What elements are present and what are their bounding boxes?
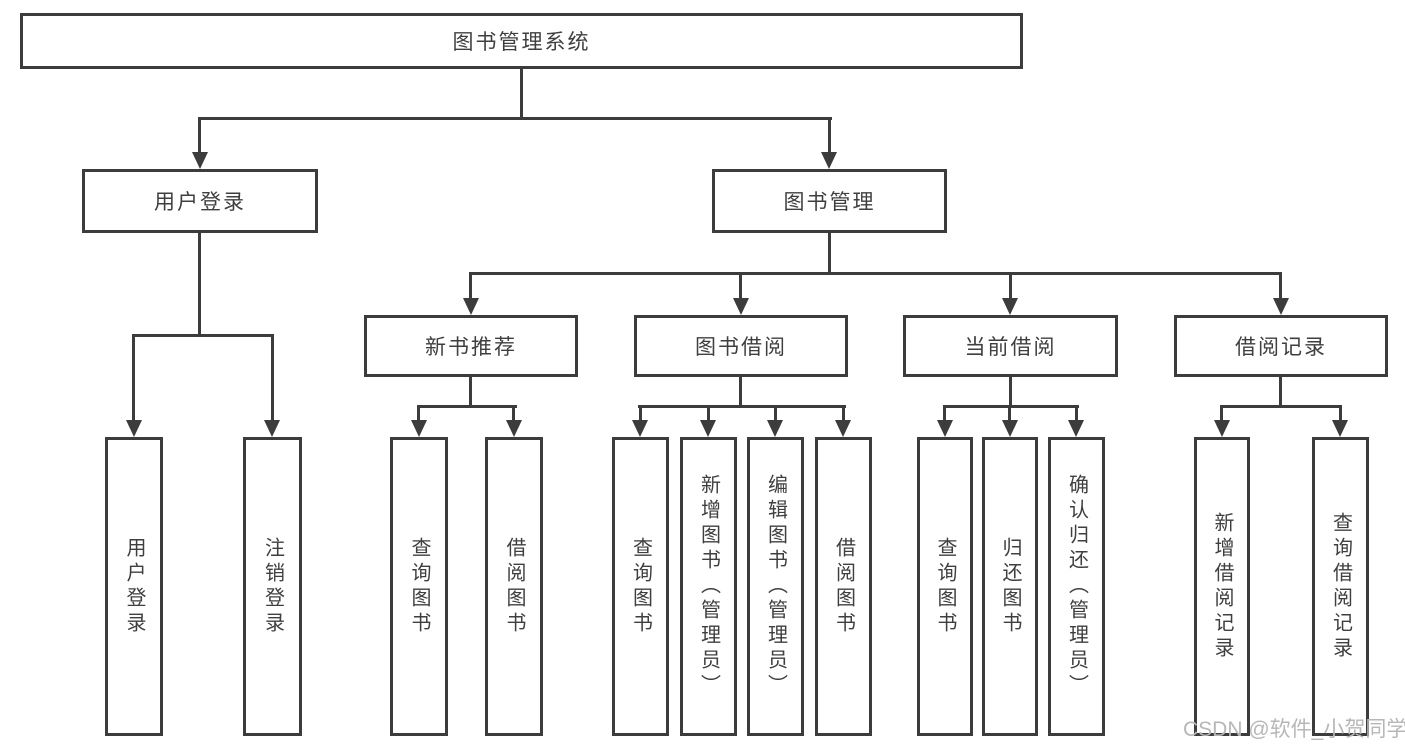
node-label: 图书管理系统 (452, 31, 591, 54)
connector-to-leaf (943, 405, 946, 422)
node-new-book-recommendation: 新书推荐 (364, 315, 578, 377)
connector-to-leaf (1220, 405, 1223, 422)
leaf-label: 借阅图书 (503, 536, 525, 637)
arrow-down-icon (1273, 298, 1289, 315)
arrow-down-icon (835, 420, 851, 437)
leaf-label: 查询图书 (629, 536, 652, 637)
arrow-down-icon (506, 420, 522, 437)
arrow-down-icon (937, 420, 953, 437)
leaf-edit-books-admin: 编辑图书（管理员） (747, 437, 804, 736)
arrow-down-icon (700, 420, 716, 437)
node-current-borrowing: 当前借阅 (903, 315, 1118, 377)
connector-root-stem (520, 69, 523, 118)
leaf-label: 新增借阅记录 (1211, 511, 1233, 662)
arrow-down-icon (1002, 420, 1018, 437)
leaf-query-books: 查询图书 (612, 437, 669, 736)
connector-to-leaf (1075, 405, 1078, 422)
connector-to-leaf (639, 405, 642, 422)
connector-to-leaf (512, 405, 515, 422)
connector-new-books-bar (417, 405, 517, 408)
connector-user-login-bar (132, 334, 274, 337)
node-label: 图书管理 (783, 191, 876, 214)
connector-to-book-borrowing (739, 272, 742, 300)
leaf-return-books: 归还图书 (982, 437, 1038, 736)
leaf-label: 查询图书 (408, 536, 430, 637)
leaf-borrow-books: 借阅图书 (485, 437, 543, 736)
connector-to-user-login (198, 117, 201, 154)
leaf-query-books: 查询图书 (917, 437, 973, 736)
arrow-down-icon (192, 152, 208, 169)
node-label: 借阅记录 (1235, 336, 1327, 359)
arrow-down-icon (264, 420, 280, 437)
connector-to-leaf (842, 405, 845, 422)
leaf-query-borrowing-record: 查询借阅记录 (1312, 437, 1369, 736)
connector-to-leaf (707, 405, 710, 422)
connector-new-books-stem (469, 377, 472, 408)
connector-book-borrowing-stem (739, 377, 742, 408)
arrow-down-icon (126, 420, 142, 437)
leaf-label: 归还图书 (999, 536, 1021, 637)
connector-to-leaf (774, 405, 777, 422)
leaf-add-books-admin: 新增图书（管理员） (680, 437, 737, 736)
leaf-label: 新增图书（管理员） (697, 474, 720, 699)
connector-user-login-stem (198, 233, 201, 337)
node-label: 当前借阅 (964, 336, 1057, 359)
connector-to-leaf (132, 334, 135, 422)
connector-level1-bar (198, 117, 832, 120)
arrow-down-icon (1214, 420, 1230, 437)
arrow-down-icon (411, 420, 427, 437)
leaf-label: 注销登录 (261, 536, 284, 637)
arrow-down-icon (632, 420, 648, 437)
connector-book-management-stem (828, 233, 831, 275)
node-label: 新书推荐 (425, 336, 517, 359)
connector-to-leaf (1008, 405, 1011, 422)
arrow-down-icon (767, 420, 783, 437)
node-book-borrowing: 图书借阅 (634, 315, 848, 377)
arrow-down-icon (733, 298, 749, 315)
connector-borrowing-records-bar (1220, 405, 1342, 408)
leaf-query-books: 查询图书 (390, 437, 448, 736)
connector-book-borrowing-bar (638, 405, 846, 408)
connector-current-borrowing-bar (943, 405, 1079, 408)
connector-to-borrowing-records (1279, 272, 1282, 300)
connector-to-leaf (271, 334, 274, 422)
node-user-login: 用户登录 (82, 169, 318, 233)
connector-level3-bar (469, 272, 1282, 275)
connector-to-leaf (1339, 405, 1342, 422)
leaf-user-login: 用户登录 (105, 437, 163, 736)
arrow-down-icon (1002, 298, 1018, 315)
connector-to-book-management (828, 117, 831, 154)
connector-to-new-books (469, 272, 472, 300)
csdn-watermark: CSDN @软件_小贺同学 (1183, 718, 1405, 741)
leaf-borrow-books: 借阅图书 (815, 437, 872, 736)
leaf-label: 用户登录 (123, 536, 145, 637)
node-borrowing-records: 借阅记录 (1174, 315, 1388, 377)
arrow-down-icon (463, 298, 479, 315)
node-label: 图书借阅 (695, 336, 787, 359)
arrow-down-icon (821, 152, 837, 169)
leaf-label: 确认归还（管理员） (1065, 474, 1088, 699)
connector-to-leaf (417, 405, 420, 422)
node-label: 用户登录 (154, 191, 246, 214)
node-book-management-system: 图书管理系统 (20, 13, 1023, 69)
leaf-label: 编辑图书（管理员） (764, 474, 787, 699)
leaf-label: 借阅图书 (832, 536, 855, 637)
connector-to-current-borrowing (1009, 272, 1012, 300)
leaf-add-borrowing-record: 新增借阅记录 (1194, 437, 1250, 736)
arrow-down-icon (1332, 420, 1348, 437)
arrow-down-icon (1068, 420, 1084, 437)
leaf-label: 查询图书 (934, 536, 956, 637)
leaf-confirm-return-admin: 确认归还（管理员） (1048, 437, 1105, 736)
node-book-management: 图书管理 (712, 169, 947, 233)
leaf-label: 查询借阅记录 (1329, 511, 1352, 662)
leaf-logout: 注销登录 (243, 437, 302, 736)
connector-borrowing-records-stem (1279, 377, 1282, 408)
connector-current-borrowing-stem (1009, 377, 1012, 408)
